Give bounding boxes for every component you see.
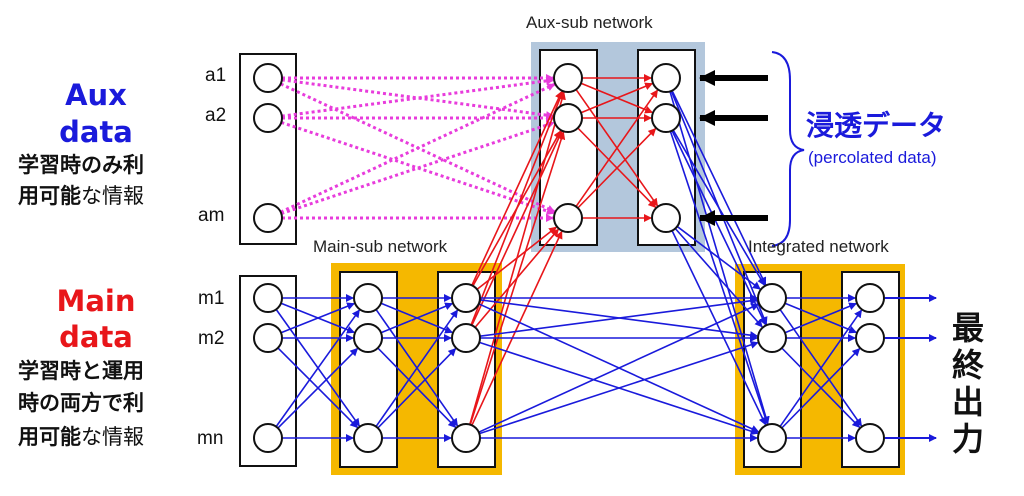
main-sub-edge [380, 302, 454, 334]
main-to-aux-edge [470, 91, 564, 326]
main-to-aux-edge [471, 90, 563, 286]
main-to-integrated-edge [478, 303, 760, 433]
aux-input-edge [281, 76, 555, 118]
percolated-brace [771, 51, 805, 247]
node-ms2-1 [451, 283, 481, 313]
node-mi-1 [253, 283, 283, 313]
node-in1-1 [757, 283, 787, 313]
main-sub-edge [377, 347, 457, 429]
main-desc-line1: 学習時と運用 [18, 359, 144, 383]
aux-sub-edge [577, 127, 657, 209]
aux-title-line1: Aux [65, 78, 127, 112]
output-label-char-4: 力 [952, 420, 985, 458]
main-input-edge [275, 309, 360, 428]
main-desc-line3: 用可能な情報 [18, 425, 144, 449]
node-ms1-1 [353, 283, 383, 313]
percolated-data-label-jp: 浸透データ [806, 109, 947, 142]
percolated-data-label-en: (percolated data) [808, 148, 937, 167]
node-ms1-2 [353, 323, 383, 353]
aux-to-integrated-edge [671, 130, 767, 326]
node-in2-3 [855, 423, 885, 453]
node-ms2-3 [451, 423, 481, 453]
node-label-am: am [198, 205, 225, 226]
node-ms1-3 [353, 423, 383, 453]
integrated-edge [781, 347, 861, 429]
node-label-a1: a1 [205, 65, 227, 86]
node-mi-2 [253, 323, 283, 353]
output-label-char-2: 終 [952, 346, 985, 384]
node-in1-3 [757, 423, 787, 453]
aux-to-integrated-edge [672, 129, 766, 286]
percolated-arrows [699, 70, 768, 226]
node-label-mn: mn [197, 428, 224, 449]
node-as2-3 [651, 203, 681, 233]
node-ai-2 [253, 103, 283, 133]
main-to-aux-edge [471, 230, 563, 426]
node-in2-2 [855, 323, 885, 353]
node-as1-3 [553, 203, 583, 233]
main-to-aux-edge [471, 130, 563, 326]
node-label-m2: m2 [198, 328, 225, 349]
aux-input-edge [280, 82, 556, 214]
node-label-a2: a2 [205, 105, 227, 126]
node-in1-2 [757, 323, 787, 353]
main-input-edge [277, 347, 359, 429]
main-desc-line2: 時の両方で利 [18, 391, 144, 415]
node-as2-2 [651, 103, 681, 133]
node-mi-3 [253, 423, 283, 453]
aux-sub-network-label: Aux-sub network [526, 13, 653, 32]
node-ai-1 [253, 63, 283, 93]
aux-title-line2: data [59, 115, 133, 149]
main-title-line1: Main [56, 284, 136, 318]
node-label-m1: m1 [198, 288, 225, 309]
main-title-line2: data [59, 320, 133, 354]
integrated-edge [784, 302, 858, 334]
connections [275, 74, 863, 442]
integrated-edge [779, 309, 863, 427]
aux-to-integrated-edge [676, 225, 761, 290]
node-in2-1 [855, 283, 885, 313]
output-label-char-1: 最 [952, 309, 985, 347]
main-sub-edge [375, 309, 459, 427]
node-as2-1 [651, 63, 681, 93]
aux-desc-line2: 用可能な情報 [18, 184, 144, 208]
main-to-integrated-edge [479, 341, 759, 435]
node-as1-1 [553, 63, 583, 93]
node-ai-3 [253, 203, 283, 233]
output-label-char-3: 出 [952, 383, 985, 421]
main-input-edge [280, 302, 356, 334]
aux-to-integrated-edge [674, 227, 763, 328]
main-to-aux-edge [469, 131, 566, 425]
nodes [253, 63, 885, 453]
node-ms2-2 [451, 323, 481, 353]
aux-sub-edge [580, 82, 654, 114]
main-to-integrated-edge [479, 296, 759, 337]
aux-to-integrated-edge [671, 90, 767, 286]
aux-desc-line1: 学習時のみ利 [18, 153, 144, 177]
integrated-network-label: Integrated network [748, 237, 889, 256]
aux-input-edge [281, 78, 555, 120]
main-to-aux-edge [469, 91, 566, 425]
output-arrows [885, 294, 937, 442]
aux-to-integrated-edge [671, 230, 767, 426]
main-sub-network-label: Main-sub network [313, 237, 448, 256]
node-as1-2 [553, 103, 583, 133]
aux-sub-edge [575, 89, 659, 207]
